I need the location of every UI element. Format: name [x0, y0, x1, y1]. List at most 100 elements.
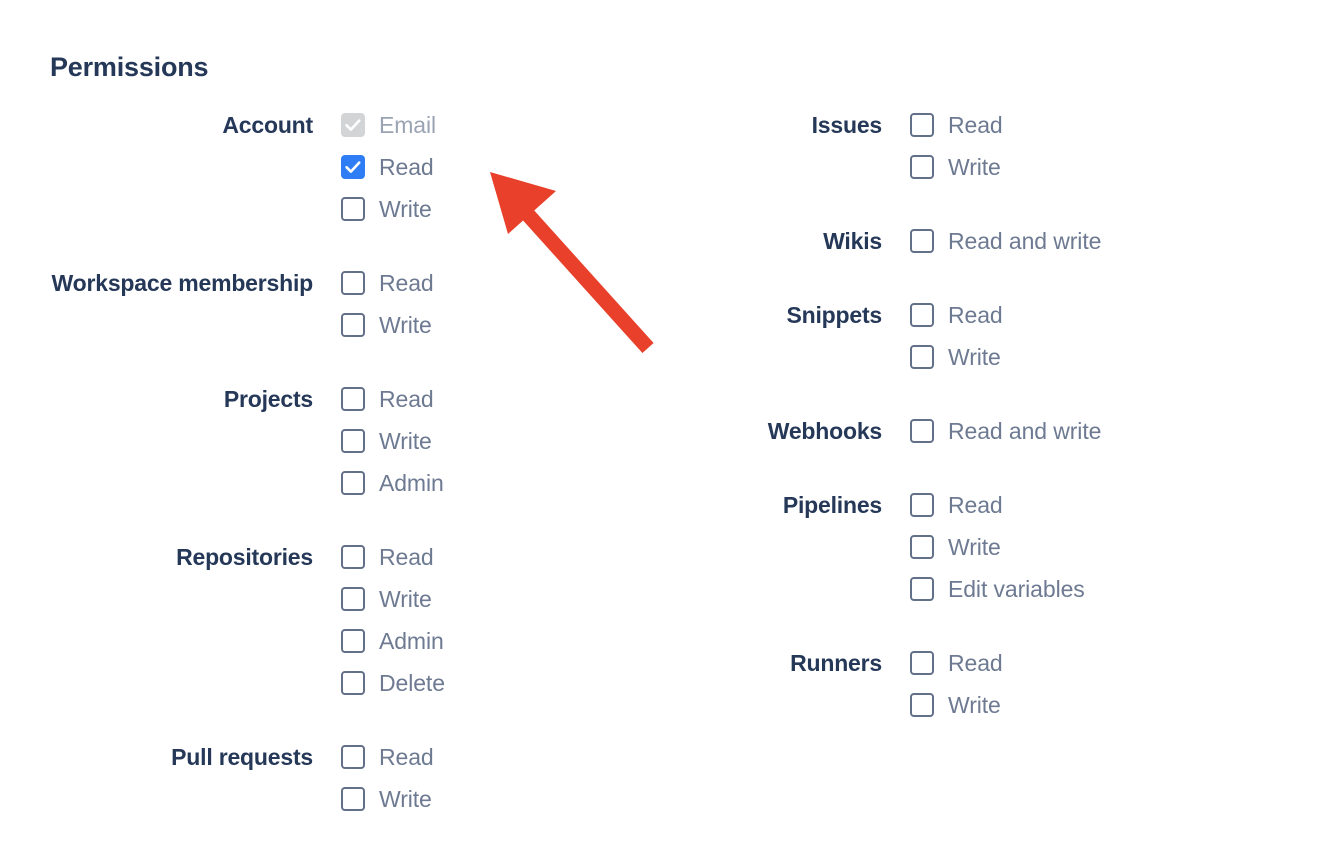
- permission-option[interactable]: Read: [910, 104, 1214, 146]
- checkbox-disabled-checked-icon: [341, 113, 365, 137]
- permission-option-label: Write: [948, 344, 1001, 370]
- permission-option-label: Read: [948, 112, 1003, 138]
- checkbox-unchecked-icon[interactable]: [910, 345, 934, 369]
- permission-option[interactable]: Read: [341, 736, 620, 778]
- checkbox-unchecked-icon[interactable]: [341, 271, 365, 295]
- permission-option[interactable]: Write: [910, 146, 1214, 188]
- permission-group-label: Wikis: [823, 228, 882, 254]
- checkbox-unchecked-icon[interactable]: [910, 693, 934, 717]
- permission-option[interactable]: Write: [910, 684, 1214, 726]
- permission-option-list: Read and write: [910, 410, 1214, 452]
- checkbox-unchecked-icon[interactable]: [910, 419, 934, 443]
- permission-group-label: Account: [222, 112, 313, 138]
- permission-option-list: Read and write: [910, 220, 1214, 262]
- permission-option-label: Edit variables: [948, 576, 1085, 602]
- permission-group-label: Pipelines: [782, 492, 882, 518]
- permission-option[interactable]: Read and write: [910, 220, 1214, 262]
- permission-option[interactable]: Write: [341, 578, 620, 620]
- permission-option[interactable]: Write: [910, 336, 1214, 378]
- permission-option[interactable]: Admin: [341, 620, 620, 662]
- permission-group: Webhooks Read and write: [594, 410, 1214, 452]
- permission-group-label: Projects: [223, 386, 313, 412]
- checkbox-unchecked-icon[interactable]: [910, 303, 934, 327]
- permission-option-label: Write: [379, 312, 432, 338]
- permission-option-label: Read: [379, 154, 434, 180]
- permission-option-label: Write: [948, 154, 1001, 180]
- checkbox-unchecked-icon[interactable]: [341, 313, 365, 337]
- permission-option[interactable]: Read: [910, 294, 1214, 336]
- permission-option-label: Read: [379, 544, 434, 570]
- permission-option[interactable]: Write: [341, 304, 620, 346]
- permission-group-label: Issues: [811, 112, 883, 138]
- permission-option[interactable]: Read: [341, 146, 620, 188]
- permission-option-label: Admin: [379, 470, 444, 496]
- permission-option-label: Write: [379, 196, 432, 222]
- checkbox-unchecked-icon[interactable]: [910, 651, 934, 675]
- permission-option[interactable]: Delete: [341, 662, 620, 704]
- checkbox-unchecked-icon[interactable]: [341, 197, 365, 221]
- permission-option-label: Admin: [379, 628, 444, 654]
- permission-option-label: Write: [948, 534, 1001, 560]
- permission-option[interactable]: Read: [910, 642, 1214, 684]
- permission-option-label: Delete: [379, 670, 445, 696]
- permission-group-label: Webhooks: [767, 418, 882, 444]
- permission-option[interactable]: Write: [910, 526, 1214, 568]
- checkbox-unchecked-icon[interactable]: [910, 113, 934, 137]
- permission-option-label: Write: [948, 692, 1001, 718]
- checkbox-unchecked-icon[interactable]: [341, 387, 365, 411]
- checkbox-unchecked-icon[interactable]: [341, 671, 365, 695]
- checkbox-unchecked-icon[interactable]: [910, 493, 934, 517]
- checkbox-unchecked-icon[interactable]: [341, 545, 365, 569]
- permission-option[interactable]: Write: [341, 420, 620, 462]
- permission-option[interactable]: Write: [341, 778, 620, 820]
- permission-option-label: Read: [379, 270, 434, 296]
- checkbox-unchecked-icon[interactable]: [341, 587, 365, 611]
- checkbox-unchecked-icon[interactable]: [910, 229, 934, 253]
- permission-group-label: Repositories: [176, 544, 313, 570]
- checkbox-unchecked-icon[interactable]: [910, 155, 934, 179]
- checkbox-unchecked-icon[interactable]: [341, 787, 365, 811]
- checkbox-unchecked-icon[interactable]: [910, 535, 934, 559]
- permission-option-label: Read: [948, 650, 1003, 676]
- permission-option[interactable]: Edit variables: [910, 568, 1214, 610]
- page-title: Permissions: [50, 52, 209, 82]
- checkbox-unchecked-icon[interactable]: [341, 745, 365, 769]
- permission-option[interactable]: Write: [341, 188, 620, 230]
- permission-option[interactable]: Read: [341, 536, 620, 578]
- checkbox-unchecked-icon[interactable]: [341, 629, 365, 653]
- permission-group: Wikis Read and write: [594, 220, 1214, 262]
- checkbox-unchecked-icon[interactable]: [910, 577, 934, 601]
- permission-option[interactable]: Read: [910, 484, 1214, 526]
- permission-group-label: Snippets: [786, 302, 882, 328]
- checkbox-checked-icon[interactable]: [341, 155, 365, 179]
- permission-option-label: Read: [948, 492, 1003, 518]
- permission-option-label: Write: [379, 786, 432, 812]
- permission-option-label: Write: [379, 586, 432, 612]
- checkbox-unchecked-icon[interactable]: [341, 471, 365, 495]
- permission-option[interactable]: Read: [341, 262, 620, 304]
- permission-option[interactable]: Admin: [341, 462, 620, 504]
- permission-option-label: Read and write: [948, 418, 1102, 444]
- permission-option[interactable]: Read: [341, 378, 620, 420]
- permission-option[interactable]: Read and write: [910, 410, 1214, 452]
- checkbox-unchecked-icon[interactable]: [341, 429, 365, 453]
- permission-option-label: Write: [379, 428, 432, 454]
- permission-option: Email: [341, 104, 620, 146]
- permission-option-label: Read: [379, 744, 434, 770]
- permission-option-label: Read: [948, 302, 1003, 328]
